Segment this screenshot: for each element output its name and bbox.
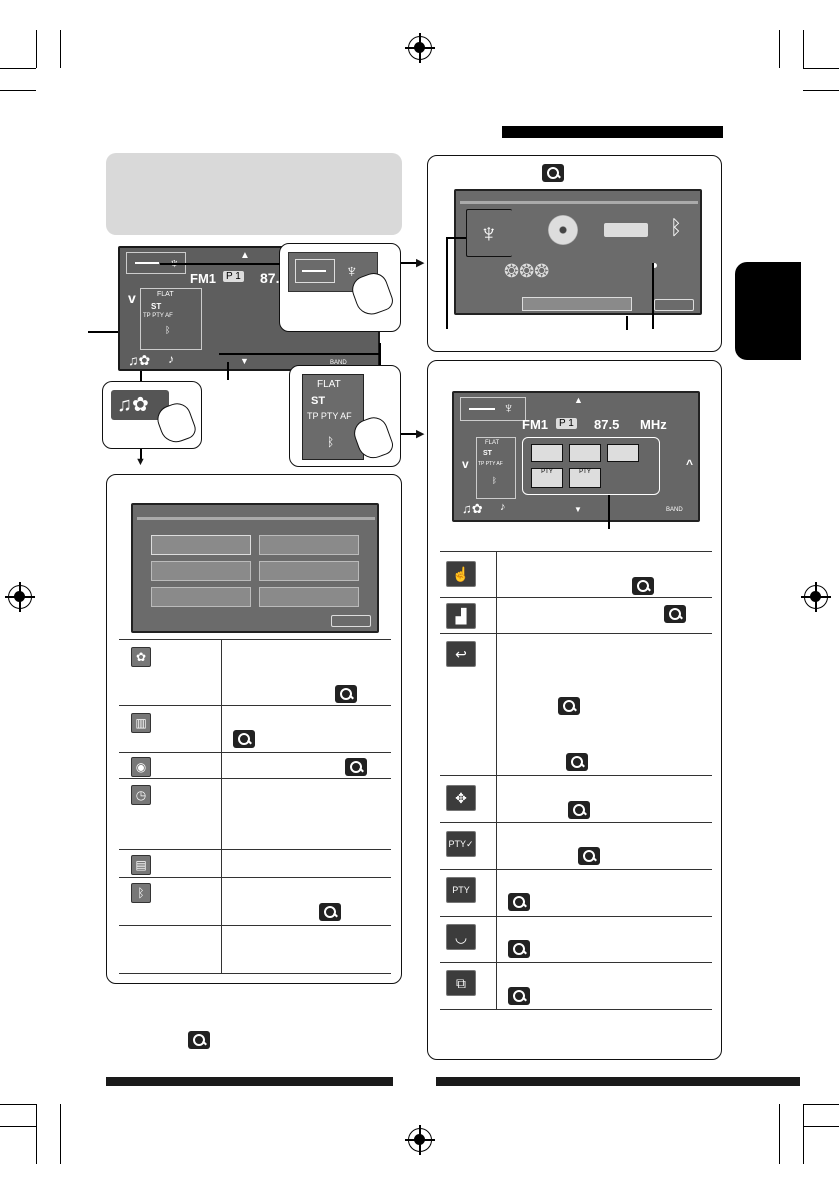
antenna-icon: ♆	[479, 218, 499, 248]
antenna-icon: ♆	[503, 400, 515, 417]
magnifier-icon[interactable]	[578, 847, 600, 865]
source-back-button[interactable]	[654, 299, 694, 311]
sound-menu-item-2[interactable]	[259, 535, 359, 555]
return-icon: ↩	[446, 641, 476, 667]
magnifier-icon[interactable]	[508, 987, 530, 1005]
pty-check-icon: PTY✓	[446, 831, 476, 857]
source-button[interactable]: ♆	[460, 397, 526, 421]
magnifier-icon[interactable]	[632, 577, 654, 595]
registration-mark-bottom	[405, 1125, 435, 1155]
source-item-tuner[interactable]: ♆	[466, 209, 512, 257]
magnifier-icon[interactable]	[508, 940, 530, 958]
band-button[interactable]: BAND	[330, 360, 347, 366]
band-button[interactable]: BAND	[666, 507, 683, 513]
radio-functions-panel: ♆ ▲ FM1 P 1 87.5 MHz v ^ FLAT ST TP PTY …	[427, 360, 722, 1060]
magnifier-icon[interactable]	[542, 164, 564, 182]
magnifier-icon[interactable]	[335, 685, 357, 703]
preset-label: P 1	[223, 271, 244, 282]
pty-search-icon: PTY	[446, 877, 476, 903]
usb-icon[interactable]	[604, 223, 648, 237]
registration-mark-top	[405, 33, 435, 63]
magnifier-icon[interactable]	[566, 753, 588, 771]
source-status-bar	[522, 297, 632, 311]
zoom-callout-info: FLAT ST TP PTY AF ᛒ	[289, 365, 401, 467]
window-return-icon: ⧉	[446, 970, 476, 996]
language-tab	[735, 262, 801, 360]
sound-menu-item-5[interactable]	[151, 587, 251, 607]
registration-mark-left	[5, 582, 35, 612]
move-arrows-icon: ✥	[446, 785, 476, 811]
sound-icon[interactable]: ♫✿	[128, 352, 151, 368]
pty-find-icon-slot[interactable]: PTY	[569, 468, 601, 488]
zoom-callout-source: ♆	[279, 243, 401, 332]
antenna-icon: ♆	[345, 261, 359, 281]
sound-menu-item-3[interactable]	[151, 561, 251, 581]
function-icons-group: PTY PTY	[522, 437, 660, 495]
ipod-icon[interactable]: ♪	[168, 352, 174, 366]
ipod-icon[interactable]: ❂❂❂	[504, 261, 550, 281]
signal-icon-slot[interactable]	[569, 444, 601, 462]
zoom-callout-sound: ♫✿	[102, 381, 202, 449]
magnifier-icon[interactable]	[664, 605, 686, 623]
info-box: FLAT ST TP PTY AF ᛒ	[476, 437, 516, 499]
radio-screen-right: ♆ ▲ FM1 P 1 87.5 MHz v ^ FLAT ST TP PTY …	[452, 391, 700, 522]
magnifier-icon[interactable]	[558, 697, 580, 715]
header-bar	[502, 126, 723, 138]
ipod-icon[interactable]: ♪	[500, 501, 506, 513]
pty-search-icon-slot[interactable]	[531, 444, 563, 462]
list-icon: ▤	[131, 855, 151, 875]
magnifier-icon[interactable]	[233, 730, 255, 748]
sound-icon[interactable]: ♫✿	[462, 501, 483, 516]
timer-icon: ◷	[131, 785, 151, 805]
section-title-panel	[106, 153, 402, 235]
lips-icon: ◡	[446, 924, 476, 950]
sound-menu-item-4[interactable]	[259, 561, 359, 581]
bluetooth-icon[interactable]: ᛒ	[670, 217, 682, 239]
disc-icon[interactable]	[548, 215, 578, 245]
sound-menu-item-1[interactable]	[151, 535, 251, 555]
pty-check-icon-slot[interactable]: PTY	[531, 468, 563, 488]
footer-bar-right	[436, 1077, 800, 1086]
magnifier-icon[interactable]	[345, 758, 367, 776]
sound-icon: ✿	[131, 647, 151, 667]
magnifier-icon[interactable]	[188, 1031, 210, 1049]
sound-menu-screen	[131, 503, 379, 633]
bluetooth-icon: ᛒ	[165, 325, 171, 335]
magnifier-icon[interactable]	[508, 893, 530, 911]
equalizer-icon: ▥	[131, 713, 151, 733]
sound-menu-back-button[interactable]	[331, 615, 371, 627]
registration-mark-right	[801, 582, 831, 612]
band-label: FM1	[190, 271, 216, 286]
magnifier-icon[interactable]	[568, 801, 590, 819]
scan-touch-icon: ☝	[446, 561, 476, 587]
bluetooth-icon: ᛒ	[131, 883, 151, 903]
bluetooth-icon: ᛒ	[492, 476, 497, 485]
source-menu-screen: ♆ ᛒ ❂❂❂	[454, 189, 702, 315]
magnifier-icon[interactable]	[319, 903, 341, 921]
signal-strength-icon: ▟	[446, 603, 476, 629]
footer-bar-left	[106, 1077, 393, 1086]
lips-icon-slot[interactable]	[607, 444, 639, 462]
disc-icon: ◉	[131, 757, 151, 777]
bluetooth-icon: ᛒ	[327, 435, 335, 449]
sound-menu-item-6[interactable]	[259, 587, 359, 607]
source-menu-panel: ♆ ᛒ ❂❂❂	[427, 155, 722, 352]
info-box: FLAT ST TP PTY AF ᛒ	[140, 288, 202, 350]
frequency-label: 87.	[260, 270, 280, 286]
sound-menu-panel: ✿ ▥ ◉ ◷ ▤ ᛒ	[106, 474, 402, 984]
